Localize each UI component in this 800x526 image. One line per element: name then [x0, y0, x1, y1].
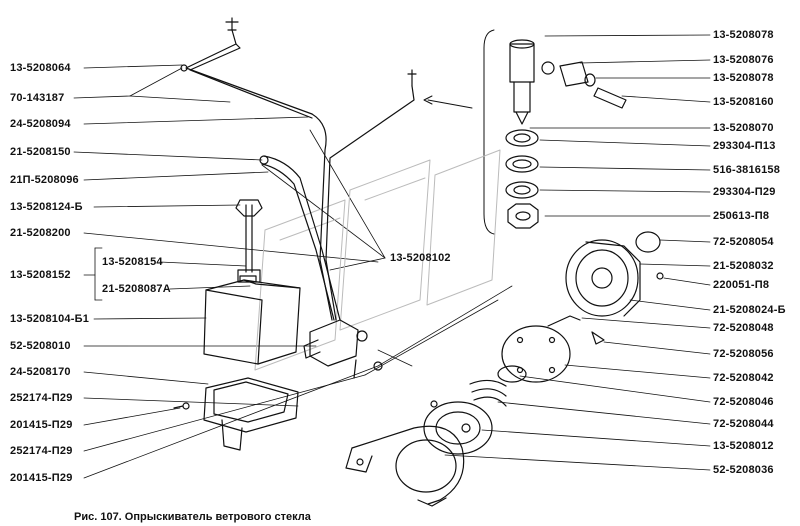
left-leader-lines	[73, 64, 379, 479]
label-part-13-5208012: 13-5208012	[713, 440, 774, 452]
label-part-52-5208010: 52-5208010	[10, 340, 71, 352]
label-part-24-5208170: 24-5208170	[10, 366, 71, 378]
label-part-72-5208054: 72-5208054	[713, 236, 774, 248]
label-part-293304-p13: 293304-П13	[713, 140, 776, 152]
label-part-250613-p8: 250613-П8	[713, 210, 770, 222]
label-part-293304-p29: 293304-П29	[713, 186, 776, 198]
right-leader-lines	[444, 34, 711, 471]
label-part-21-5208150: 21-5208150	[10, 146, 71, 158]
label-part-21-5208087a: 21-5208087А	[102, 283, 171, 295]
nozzle-assembly	[180, 17, 417, 321]
pump-assembly	[423, 231, 664, 455]
label-part-21-5208024-b: 21-5208024-Б	[713, 304, 786, 316]
inset-bracket	[483, 29, 495, 235]
tank-tray	[173, 377, 299, 451]
label-part-516-3816158: 516-3816158	[713, 164, 781, 176]
reservoir-tank	[203, 275, 301, 365]
label-part-72-5208046: 72-5208046	[713, 396, 774, 408]
label-part-72-5208042: 72-5208042	[713, 372, 774, 384]
label-part-13-5208078-b: 13-5208078	[713, 72, 774, 84]
label-part-201415-p29-a: 201415-П29	[10, 419, 73, 431]
label-part-72-5208056: 72-5208056	[713, 348, 774, 360]
label-part-21p-5208096: 21П-5208096	[10, 174, 79, 186]
label-part-252174-p29-b: 252174-П29	[10, 445, 73, 457]
ghost-outline	[254, 149, 501, 371]
label-part-13-5208152: 13-5208152	[10, 269, 71, 281]
label-part-13-5208078-a: 13-5208078	[713, 29, 774, 41]
label-part-13-5208070: 13-5208070	[713, 122, 774, 134]
label-part-252174-p29-a: 252174-П29	[10, 392, 73, 404]
inset-valve-parts	[505, 39, 627, 229]
label-part-24-5208094: 24-5208094	[10, 118, 71, 130]
label-part-21-5208200: 21-5208200	[10, 227, 71, 239]
center-leaders	[261, 129, 386, 271]
label-part-52-5208036: 52-5208036	[713, 464, 774, 476]
label-part-13-5208104-b1: 13-5208104-Б1	[10, 313, 90, 325]
label-part-21-5208032: 21-5208032	[713, 260, 774, 272]
label-part-13-5208064: 13-5208064	[10, 62, 71, 74]
inset-arrow	[427, 99, 473, 109]
label-part-13-5208160: 13-5208160	[713, 96, 774, 108]
diagonal-pointers	[364, 285, 513, 376]
label-part-70-143187: 70-143187	[10, 92, 65, 104]
valve-block	[303, 319, 383, 379]
label-part-13-5208102: 13-5208102	[390, 252, 451, 264]
figure-caption: Рис. 107. Опрыскиватель ветрового стекла	[74, 511, 311, 523]
label-part-72-5208044: 72-5208044	[713, 418, 774, 430]
label-part-201415-p29-b: 201415-П29	[10, 472, 73, 484]
label-part-72-5208048: 72-5208048	[713, 322, 774, 334]
label-part-220051-p8: 220051-П8	[713, 279, 770, 291]
label-part-13-5208154: 13-5208154	[102, 256, 163, 268]
filter-hose	[235, 155, 269, 283]
mounting-bracket	[345, 425, 465, 507]
label-part-13-5208076: 13-5208076	[713, 54, 774, 66]
label-part-13-5208124-b: 13-5208124-Б	[10, 201, 83, 213]
